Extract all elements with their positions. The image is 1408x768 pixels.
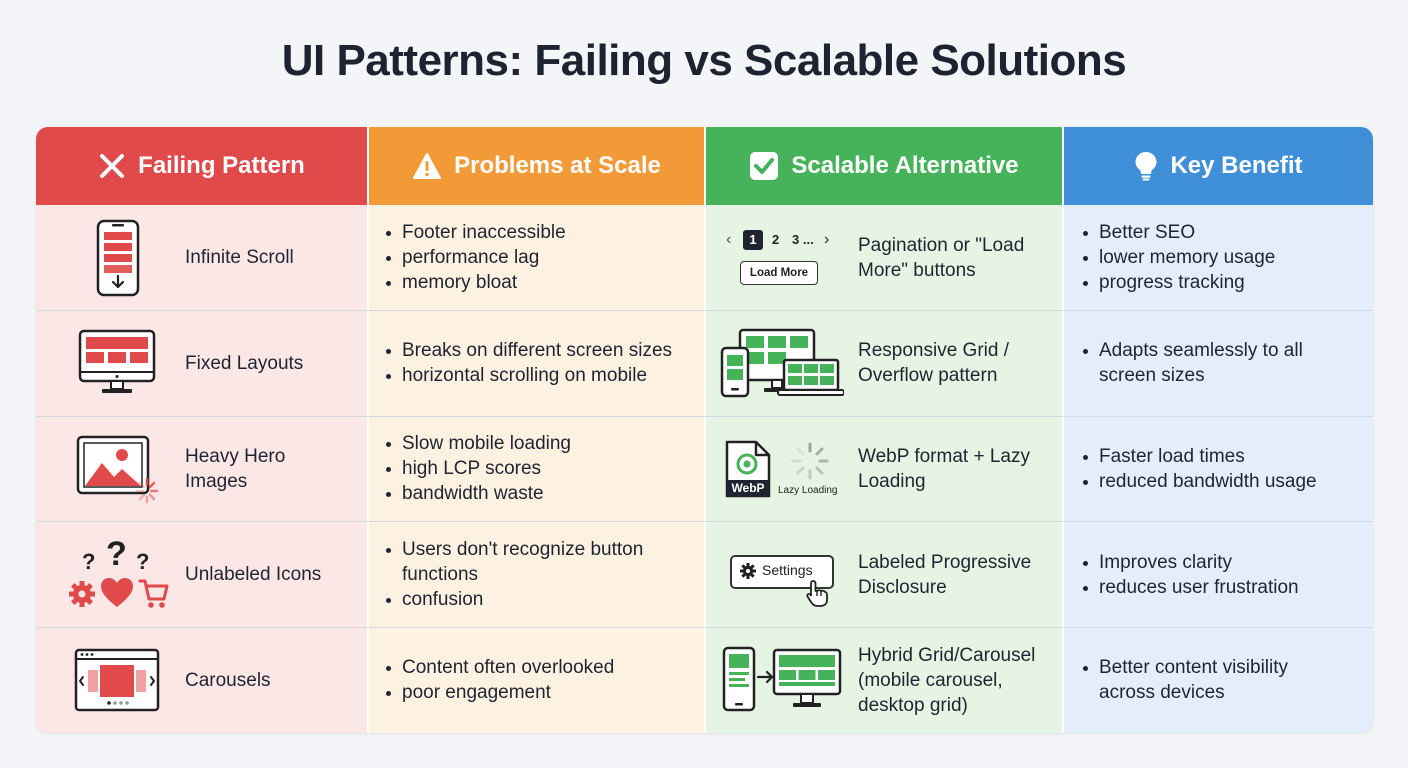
webp-file-icon: WebP Lazy Loading xyxy=(724,439,844,503)
alternative-label: Responsive Grid / Overflow pattern xyxy=(858,340,1010,386)
header-failing-pattern: Failing Pattern xyxy=(36,127,367,205)
problems-list: Content often overlooked poor engagement xyxy=(385,655,614,705)
list-item: Better SEO xyxy=(1082,220,1275,245)
problems-list: Slow mobile loading high LCP scores band… xyxy=(385,431,571,506)
column-scalable-alternative: Scalable Alternative xyxy=(706,127,1062,733)
list-item: Improves clarity xyxy=(1082,550,1299,575)
list-item: reduces user frustration xyxy=(1082,575,1299,600)
list-item: high LCP scores xyxy=(385,456,571,481)
benefits-list: Faster load times reduced bandwidth usag… xyxy=(1082,444,1317,494)
responsive-devices-icon xyxy=(720,328,844,398)
settings-button-icon: Settings xyxy=(730,555,840,611)
list-item: progress tracking xyxy=(1082,270,1275,295)
list-item: performance lag xyxy=(385,245,566,270)
svg-text:?: ? xyxy=(106,537,127,573)
pattern-label: Infinite Scroll xyxy=(185,247,294,268)
list-item: Slow mobile loading xyxy=(385,431,571,456)
column-key-benefit: Key Benefit xyxy=(1064,127,1373,733)
list-item: reduced bandwidth usage xyxy=(1082,469,1317,494)
header-label: Scalable Alternative xyxy=(791,152,1019,179)
benefits-list: Adapts seamlessly to all screen sizes xyxy=(1082,338,1332,388)
pattern-label: Heavy Hero Images xyxy=(185,446,286,492)
gear-icon xyxy=(69,581,95,607)
header-problems-at-scale: Problems at Scale xyxy=(369,127,704,205)
alternative-label: Labeled Progressive Disclosure xyxy=(858,552,1032,598)
hybrid-grid-icon xyxy=(722,646,842,712)
pattern-label: Fixed Layouts xyxy=(185,353,304,374)
page-2[interactable]: 2 xyxy=(772,232,780,247)
pattern-label: Unlabeled Icons xyxy=(185,564,322,585)
header-label: Problems at Scale xyxy=(454,152,661,179)
problems-list: Footer inaccessible performance lag memo… xyxy=(385,220,566,295)
page-3[interactable]: 3 ... xyxy=(792,232,814,247)
benefits-list: Improves clarity reduces user frustratio… xyxy=(1082,550,1299,600)
x-icon xyxy=(100,154,125,178)
webp-label: WebP xyxy=(731,481,765,495)
list-item: Breaks on different screen sizes xyxy=(385,338,672,363)
checkbox-icon xyxy=(750,152,779,180)
carousel-browser-icon xyxy=(74,648,160,712)
list-item: bandwidth waste xyxy=(385,481,571,506)
list-item: lower memory usage xyxy=(1082,245,1275,270)
pattern-label: Carousels xyxy=(185,670,271,691)
list-item: horizontal scrolling on mobile xyxy=(385,363,672,388)
lazy-loading-label: Lazy Loading xyxy=(778,485,838,496)
list-item: poor engagement xyxy=(385,680,614,705)
header-scalable-alternative: Scalable Alternative xyxy=(706,127,1062,205)
svg-text:?: ? xyxy=(82,549,95,574)
benefits-list: Better SEO lower memory usage progress t… xyxy=(1082,220,1275,295)
column-failing-pattern: Failing Pattern xyxy=(36,127,367,733)
list-item: Better content visibility across devices xyxy=(1082,655,1332,705)
list-item: Footer inaccessible xyxy=(385,220,566,245)
alternative-label: Pagination or "Load More" buttons xyxy=(858,235,1025,281)
next-chevron-icon: › xyxy=(824,231,830,248)
header-label: Failing Pattern xyxy=(138,152,305,179)
pagination-icon: ‹ 1 2 3 ... › Load More xyxy=(726,229,836,289)
svg-text:?: ? xyxy=(136,549,149,574)
list-item: Users don't recognize button functions xyxy=(385,537,695,587)
header-label: Key Benefit xyxy=(1170,152,1303,179)
spinner-icon xyxy=(791,442,829,480)
cart-icon xyxy=(138,579,169,601)
page-title: UI Patterns: Failing vs Scalable Solutio… xyxy=(281,36,1127,85)
alternative-label: Hybrid Grid/Carousel (mobile carousel, d… xyxy=(858,645,1036,716)
image-loading-icon xyxy=(76,435,159,504)
problems-list: Users don't recognize button functions c… xyxy=(385,537,695,612)
list-item: Adapts seamlessly to all screen sizes xyxy=(1082,338,1332,388)
heart-icon xyxy=(101,578,133,607)
lightbulb-icon xyxy=(1135,152,1157,181)
list-item: Faster load times xyxy=(1082,444,1317,469)
gear-icon xyxy=(740,563,756,579)
prev-chevron-icon: ‹ xyxy=(726,231,732,248)
header-key-benefit: Key Benefit xyxy=(1064,127,1373,205)
warning-icon xyxy=(413,153,442,179)
benefits-list: Better content visibility across devices xyxy=(1082,655,1332,705)
desktop-monitor-icon xyxy=(78,329,156,393)
page-1[interactable]: 1 xyxy=(743,230,763,250)
load-more-button[interactable]: Load More xyxy=(740,261,818,285)
pointer-hand-icon xyxy=(806,580,828,607)
comparison-table: Failing Pattern Problems at Scale Scalab… xyxy=(36,127,1373,733)
list-item: Content often overlooked xyxy=(385,655,614,680)
question-icons-icon: ? ? ? xyxy=(69,537,169,608)
settings-label: Settings xyxy=(762,562,813,578)
list-item: confusion xyxy=(385,587,695,612)
column-problems-at-scale: Problems at Scale xyxy=(369,127,704,733)
phone-scroll-icon xyxy=(96,219,140,297)
alternative-label: WebP format + Lazy Loading xyxy=(858,446,1030,492)
list-item: memory bloat xyxy=(385,270,566,295)
problems-list: Breaks on different screen sizes horizon… xyxy=(385,338,672,388)
